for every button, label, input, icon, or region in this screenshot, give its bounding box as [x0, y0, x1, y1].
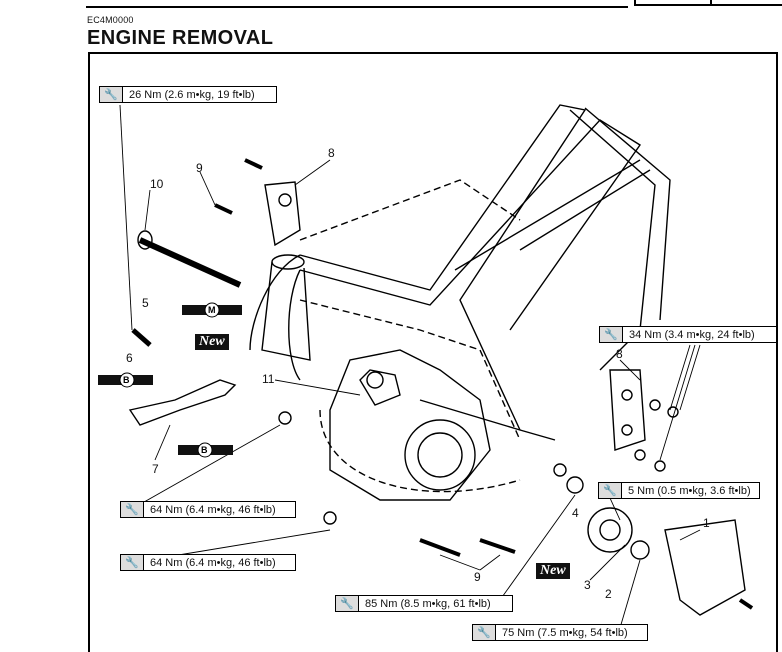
page-title: ENGINE REMOVAL — [87, 27, 274, 49]
wrench-icon: 🔧 — [336, 596, 359, 611]
lube-mark-m: M — [208, 305, 216, 315]
part-number: 9 — [196, 161, 203, 175]
part-number: 4 — [572, 506, 579, 520]
header-tab — [634, 0, 782, 6]
part-number: 1 — [703, 516, 710, 530]
torque-spec: 🔧 64 Nm (6.4 m•kg, 46 ft•lb) — [120, 501, 296, 518]
wrench-icon: 🔧 — [599, 483, 622, 498]
part-number: 6 — [126, 351, 133, 365]
torque-spec: 🔧 26 Nm (2.6 m•kg, 19 ft•lb) — [99, 86, 277, 103]
part-number: 8 — [616, 347, 623, 361]
lube-mark-b: B — [201, 445, 208, 455]
part-number: 10 — [150, 177, 164, 191]
wrench-icon: 🔧 — [121, 555, 144, 570]
part-number: 8 — [328, 146, 335, 160]
torque-spec: 🔧 5 Nm (0.5 m•kg, 3.6 ft•lb) — [598, 482, 760, 499]
part-number: 2 — [605, 587, 612, 601]
torque-spec: 🔧 34 Nm (3.4 m•kg, 24 ft•lb) — [599, 326, 777, 343]
part-number: 5 — [142, 296, 149, 310]
diagram-frame — [88, 52, 778, 652]
wrench-icon: 🔧 — [600, 327, 623, 342]
wrench-icon: 🔧 — [100, 87, 123, 102]
part-number: 7 — [152, 462, 159, 476]
new-part-tag: New — [536, 563, 570, 579]
part-number: 9 — [474, 570, 481, 584]
top-rule — [86, 0, 628, 8]
wrench-icon: 🔧 — [121, 502, 144, 517]
part-number: 11 — [262, 372, 275, 386]
new-part-tag: New — [195, 334, 229, 350]
lube-mark-b: B — [123, 375, 130, 385]
torque-spec: 🔧 64 Nm (6.4 m•kg, 46 ft•lb) — [120, 554, 296, 571]
wrench-icon: 🔧 — [473, 625, 496, 640]
part-number: 3 — [584, 578, 591, 592]
section-code: EC4M0000 — [87, 15, 134, 25]
torque-spec: 🔧 75 Nm (7.5 m•kg, 54 ft•lb) — [472, 624, 648, 641]
torque-spec: 🔧 85 Nm (8.5 m•kg, 61 ft•lb) — [335, 595, 513, 612]
